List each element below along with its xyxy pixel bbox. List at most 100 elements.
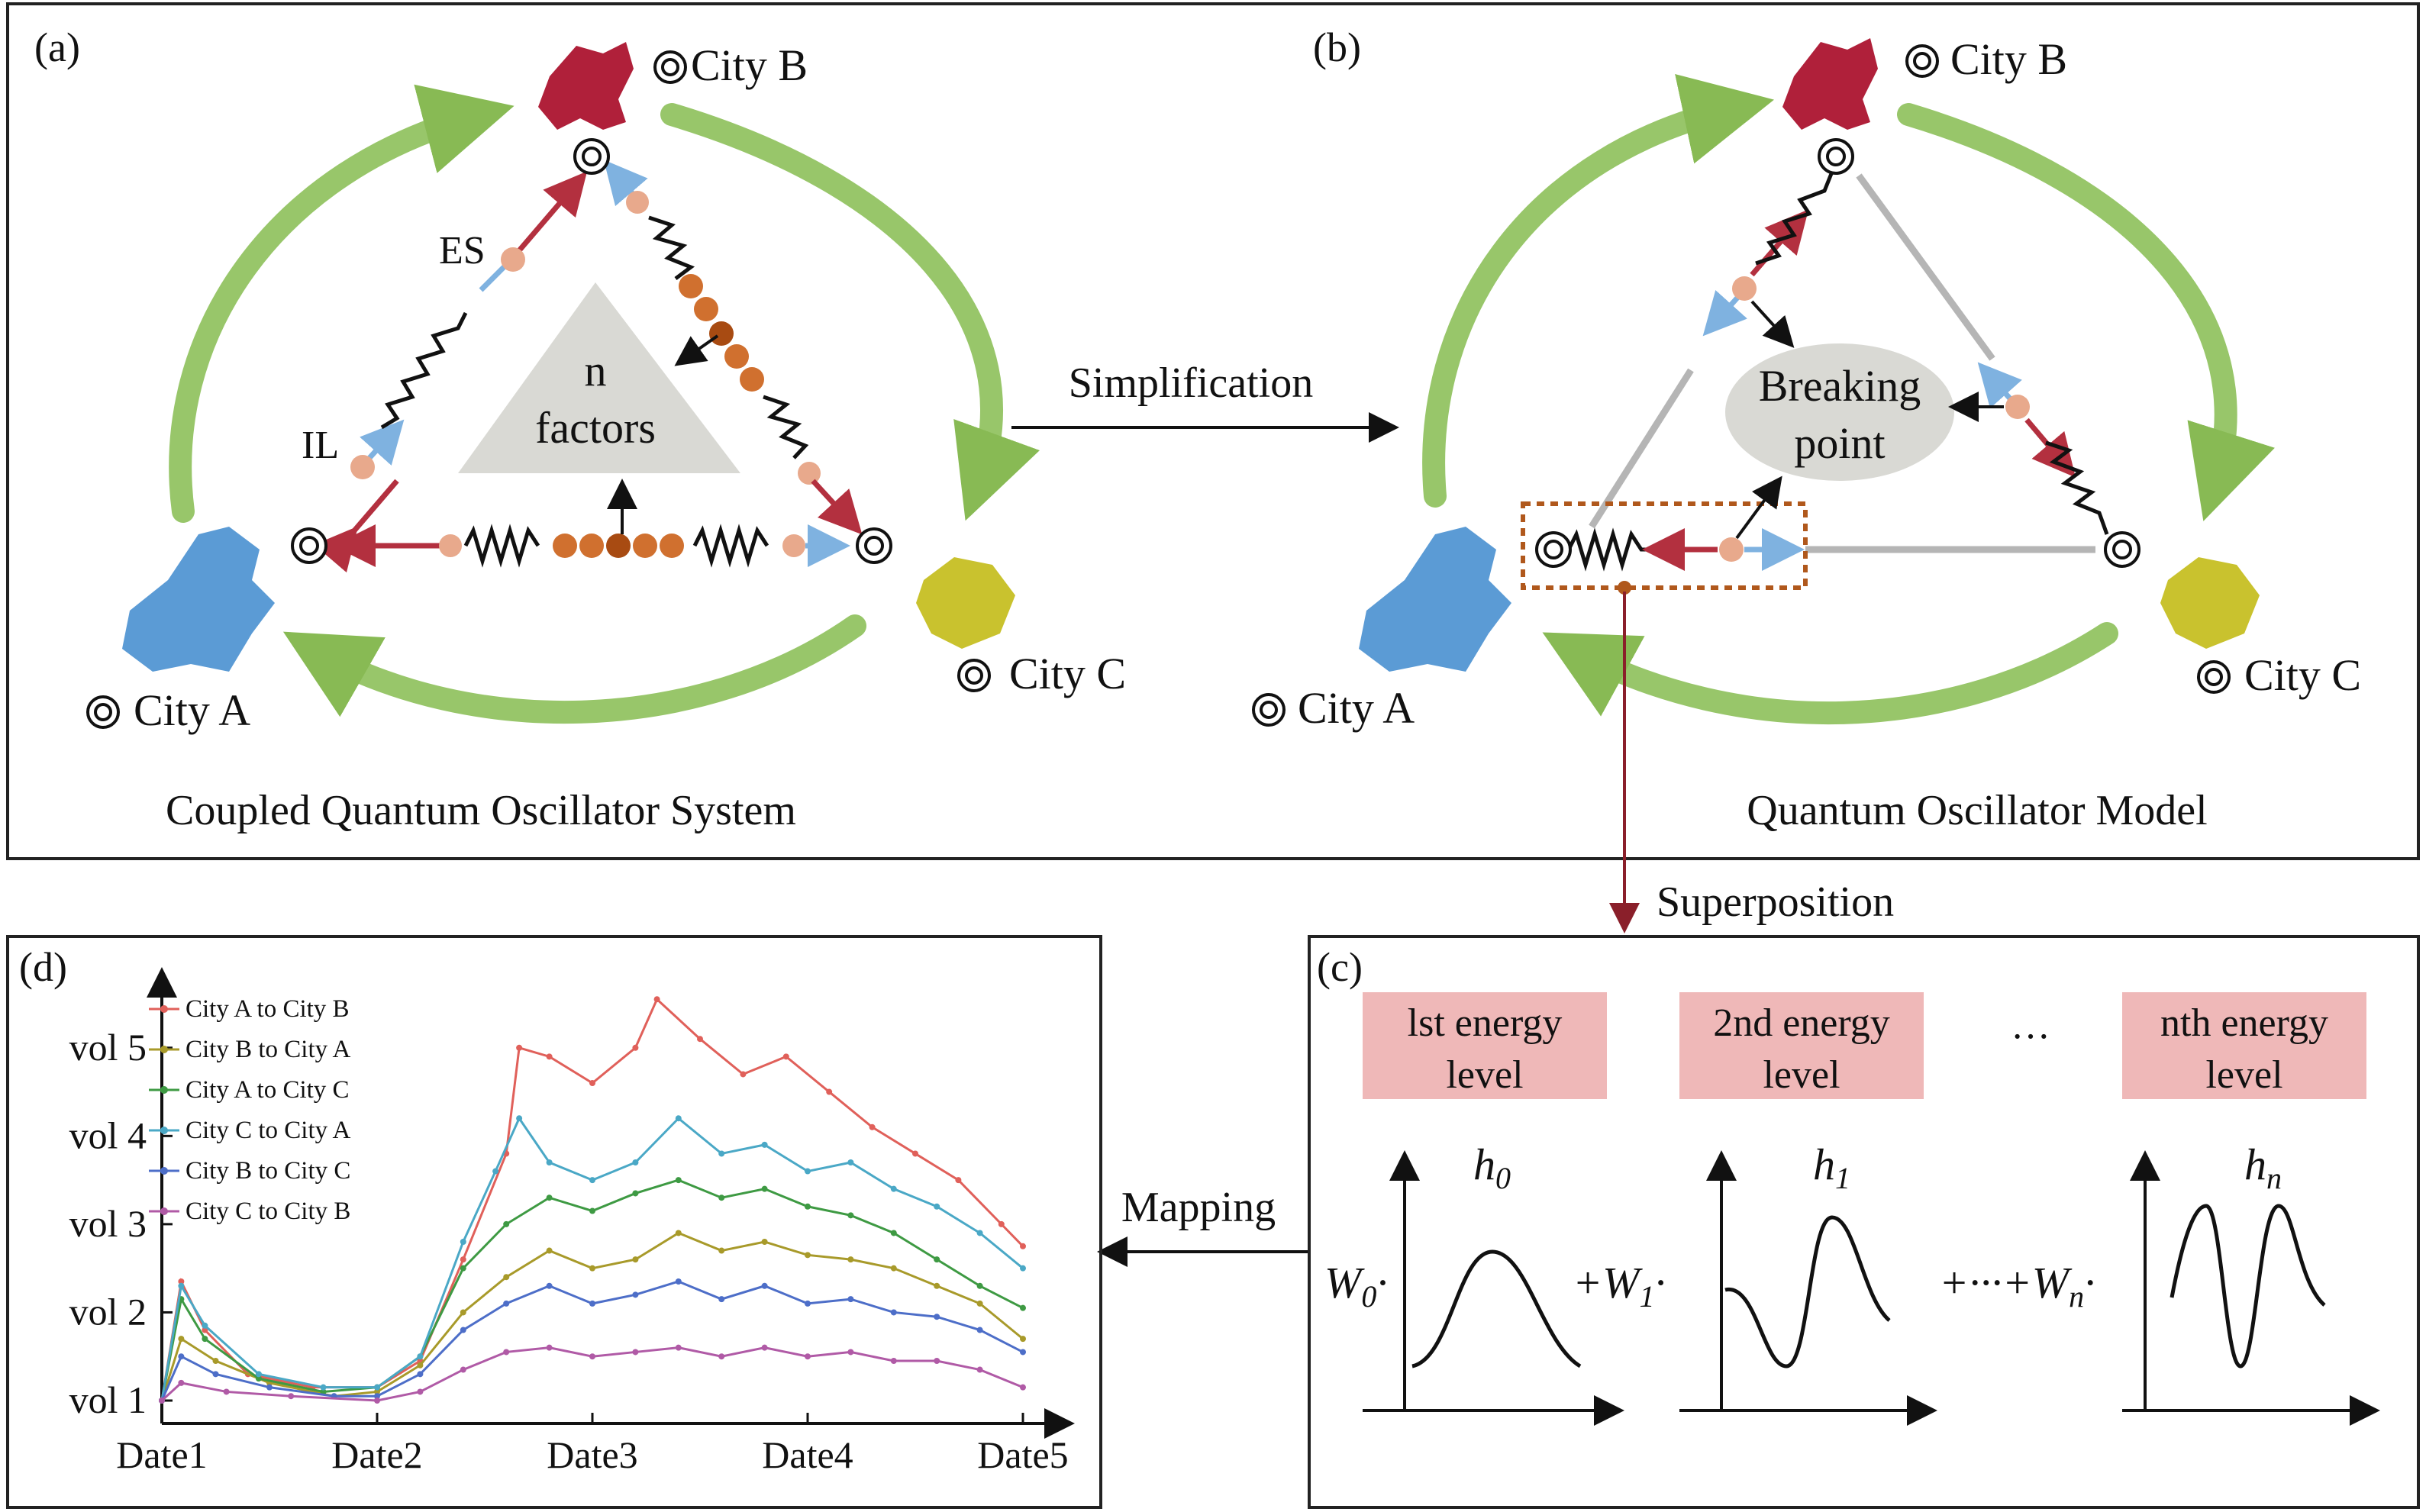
series-point bbox=[589, 1080, 595, 1086]
top-panel-frame bbox=[6, 2, 2420, 860]
series-point bbox=[503, 1349, 510, 1356]
legend-entry: City B to City C bbox=[185, 1157, 350, 1185]
x-tick-label: Date5 bbox=[977, 1433, 1068, 1476]
node-b-ring bbox=[573, 138, 610, 175]
legend-marker bbox=[160, 1127, 168, 1134]
wavefunction-plot-hn: hn +···+Wn· bbox=[1939, 1140, 2380, 1426]
bead-es bbox=[501, 247, 525, 272]
series-point bbox=[761, 1344, 768, 1351]
n-factors-line1: n bbox=[585, 346, 607, 395]
superposition-arrow: Superposition bbox=[1609, 581, 1894, 933]
series-point bbox=[320, 1384, 327, 1391]
city-b-shape-b bbox=[1782, 38, 1878, 130]
series-point bbox=[589, 1207, 595, 1214]
spring-ac-b bbox=[1566, 527, 1653, 572]
series-point bbox=[718, 1353, 725, 1360]
city-a-shape bbox=[122, 527, 275, 672]
series-point bbox=[460, 1256, 466, 1263]
edge-ab-red-b bbox=[1750, 209, 1809, 277]
series-point bbox=[589, 1353, 595, 1360]
series-point bbox=[202, 1336, 208, 1343]
x-tick-label: Date4 bbox=[762, 1433, 853, 1476]
panel-b-label: (b) bbox=[1313, 24, 1361, 70]
series-point bbox=[178, 1282, 185, 1289]
legend-entry: City B to City A bbox=[185, 1036, 351, 1063]
panel-d-frame bbox=[6, 935, 1102, 1509]
edge-ab-red bbox=[314, 479, 399, 573]
bead-bc-7 bbox=[798, 462, 821, 485]
y-tick-label: vol 4 bbox=[69, 1114, 147, 1156]
bead-bc-6 bbox=[740, 367, 764, 392]
legend-marker bbox=[160, 1207, 168, 1215]
series-point bbox=[288, 1393, 295, 1400]
series-point bbox=[761, 1185, 768, 1192]
n-factors-triangle bbox=[458, 282, 740, 473]
node-c-ring-b bbox=[2104, 531, 2140, 568]
node-a-ring bbox=[291, 527, 327, 564]
series-point bbox=[653, 996, 660, 1003]
series-point bbox=[178, 1353, 185, 1360]
legend-entry: City C to City B bbox=[185, 1198, 350, 1225]
series-point bbox=[1020, 1304, 1026, 1311]
series-point bbox=[890, 1185, 897, 1192]
bead-bc-3 bbox=[694, 297, 718, 321]
series-point bbox=[976, 1300, 983, 1307]
series-point bbox=[805, 1168, 811, 1175]
panel-d-label: (d) bbox=[19, 944, 67, 990]
series-point bbox=[869, 1124, 876, 1130]
series-point bbox=[782, 1053, 789, 1060]
svg-text:City A: City A bbox=[134, 685, 250, 735]
series-point bbox=[675, 1177, 682, 1184]
series-point bbox=[675, 1230, 682, 1236]
series-point bbox=[1020, 1349, 1026, 1356]
legend-marker bbox=[160, 1046, 168, 1053]
energy-box-1-line1: lst energy bbox=[1408, 1001, 1563, 1045]
series-point bbox=[934, 1203, 940, 1210]
series-point bbox=[934, 1282, 940, 1289]
series-line bbox=[160, 1231, 1024, 1401]
series-point bbox=[503, 1274, 510, 1281]
series-point bbox=[847, 1159, 854, 1165]
series-point bbox=[255, 1371, 262, 1378]
series-point bbox=[516, 1044, 523, 1051]
y-tick-label: vol 3 bbox=[69, 1202, 147, 1245]
bead-ac-4 bbox=[606, 534, 631, 558]
series-point bbox=[503, 1220, 510, 1227]
edge-ab-gray bbox=[1589, 368, 1694, 529]
es-label: ES bbox=[439, 229, 486, 272]
bead-bc-b bbox=[2005, 395, 2030, 419]
legend-marker bbox=[160, 1086, 168, 1094]
green-cycle-arrow-ca-b bbox=[1542, 622, 2118, 725]
series-point bbox=[589, 1300, 595, 1307]
city-c-shape bbox=[916, 557, 1015, 649]
energy-ellipsis: ··· bbox=[2011, 1015, 2050, 1059]
series-point bbox=[761, 1239, 768, 1245]
dashed-highlight-box bbox=[1521, 501, 1808, 590]
city-a-shape-b bbox=[1359, 527, 1511, 672]
legend-entry: City A to City B bbox=[185, 995, 350, 1023]
series-point bbox=[632, 1190, 639, 1197]
node-c-ring bbox=[856, 527, 892, 564]
series-point bbox=[178, 1336, 185, 1343]
h0-label: h0 bbox=[1473, 1140, 1511, 1195]
series-point bbox=[632, 1044, 639, 1051]
h1-label: h1 bbox=[1813, 1140, 1850, 1195]
node-b-ring-b bbox=[1818, 138, 1854, 175]
bead-ac-7 bbox=[782, 534, 805, 557]
series-point bbox=[1020, 1336, 1026, 1343]
series-point bbox=[976, 1366, 983, 1373]
chart-series bbox=[159, 996, 1026, 1404]
wavefunction-plot-h0: h0 W0· bbox=[1324, 1140, 1624, 1426]
series-point bbox=[890, 1265, 897, 1272]
breaking-point-ellipse bbox=[1725, 343, 1954, 481]
series-point bbox=[740, 1071, 747, 1078]
green-cycle-arrow-bc-b bbox=[1897, 103, 2275, 521]
series-point bbox=[255, 1375, 262, 1382]
svg-text:City C: City C bbox=[2244, 650, 2361, 700]
il-label: IL bbox=[302, 424, 339, 467]
city-c-label-b: City C bbox=[2197, 650, 2361, 700]
bead-ac-2 bbox=[553, 534, 577, 558]
series-point bbox=[847, 1212, 854, 1219]
breaking-arrow-3 bbox=[1735, 476, 1782, 540]
panel-c: (c) lst energy level 2nd energy level ··… bbox=[1308, 935, 2420, 1509]
